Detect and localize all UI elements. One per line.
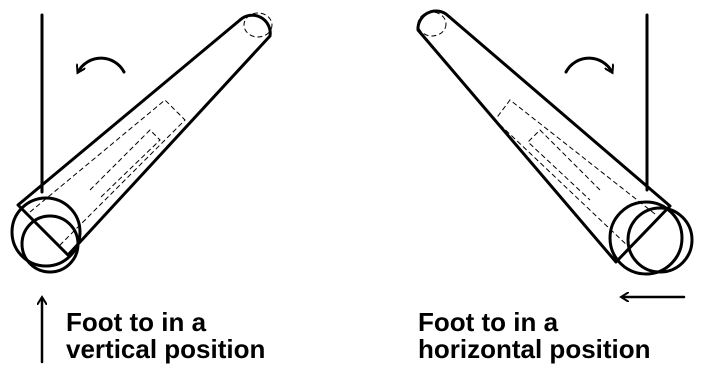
right-caption: Foot to in a horizontal position xyxy=(418,309,651,363)
left-caption-line1: Foot to in a xyxy=(66,307,207,337)
right-caption-line2: horizontal position xyxy=(418,334,651,364)
left-caption: Foot to in a vertical position xyxy=(66,309,265,363)
right-limb-inner-outline xyxy=(494,99,656,249)
counterclockwise-arrow-icon xyxy=(78,56,126,72)
right-caption-line1: Foot to in a xyxy=(418,307,559,337)
left-limb-inner-detail xyxy=(89,129,161,199)
right-limb-end-outline xyxy=(417,11,447,37)
left-caption-line2: vertical position xyxy=(66,334,266,364)
right-limb-figure xyxy=(416,9,694,297)
right-foot-circle xyxy=(608,200,684,276)
left-limb-inner-outline xyxy=(29,99,186,246)
left-foot-shadow-circle xyxy=(20,214,80,274)
left-limb-figure xyxy=(10,12,273,364)
left-limb-tube xyxy=(16,13,272,257)
left-limb-end-outline xyxy=(243,12,273,38)
right-limb-inner-detail xyxy=(527,129,601,201)
left-foot-circle xyxy=(10,196,82,268)
clockwise-arrow-icon xyxy=(564,56,612,72)
right-foot-shadow-circle xyxy=(626,206,694,274)
